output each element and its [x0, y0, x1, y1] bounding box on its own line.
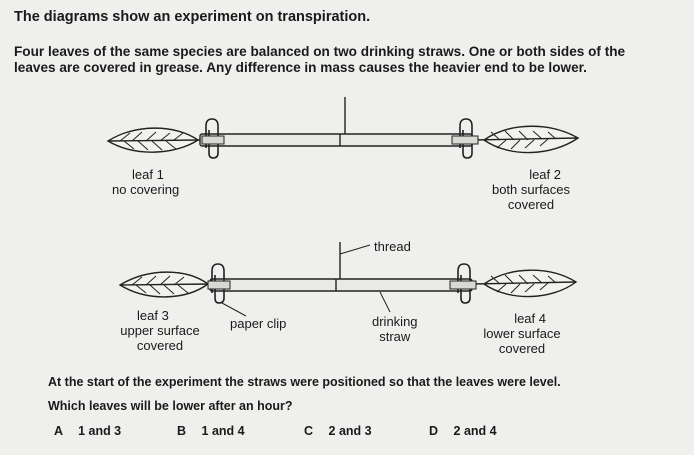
- option-letter: D: [429, 424, 439, 438]
- option-a[interactable]: A 1 and 3: [54, 424, 121, 438]
- question-title: The diagrams show an experiment on trans…: [14, 9, 371, 25]
- option-b[interactable]: B 1 and 4: [177, 424, 245, 438]
- intro-line-2: leaves are covered in grease. Any differ…: [14, 60, 587, 75]
- paper-clip-label: paper clip: [230, 316, 287, 331]
- paper-clip-3: [207, 263, 231, 304]
- option-c[interactable]: C 2 and 3: [304, 424, 372, 438]
- option-d[interactable]: D 2 and 4: [429, 424, 497, 438]
- option-text: 1 and 4: [201, 424, 245, 438]
- intro-line-1: Four leaves of the same species are bala…: [14, 44, 626, 59]
- leaf-2-label: leaf 2 both surfaces covered: [491, 167, 571, 212]
- option-text: 2 and 4: [453, 424, 497, 438]
- paper-clip-2: [451, 118, 479, 159]
- paper-clip-4: [449, 263, 477, 304]
- leaf-1-shape: [106, 127, 201, 153]
- option-text: 1 and 3: [78, 424, 122, 438]
- statement-text: At the start of the experiment the straw…: [48, 375, 561, 389]
- leaf-1-label: leaf 1 no covering: [112, 167, 180, 197]
- diagram-2: [118, 242, 578, 317]
- straw-label: drinking straw: [372, 314, 418, 344]
- option-letter: A: [54, 424, 63, 438]
- leaf-4-shape: [471, 269, 578, 298]
- option-letter: C: [304, 424, 314, 438]
- diagram-1: [106, 97, 580, 159]
- straw-1: [199, 133, 473, 147]
- leaf-3-shape: [118, 271, 211, 298]
- leaf-2-shape: [471, 125, 580, 154]
- option-letter: B: [177, 424, 187, 438]
- paper-clip-1: [201, 118, 225, 159]
- leaf-3-label: leaf 3 upper surface covered: [120, 308, 200, 353]
- leaf-4-label: leaf 4 lower surface covered: [483, 311, 561, 356]
- intro-paragraph: Four leaves of the same species are bala…: [14, 44, 625, 76]
- option-text: 2 and 3: [328, 424, 372, 438]
- straw-2: [209, 278, 473, 292]
- thread-label: thread: [374, 239, 411, 254]
- question-text: Which leaves will be lower after an hour…: [48, 399, 293, 413]
